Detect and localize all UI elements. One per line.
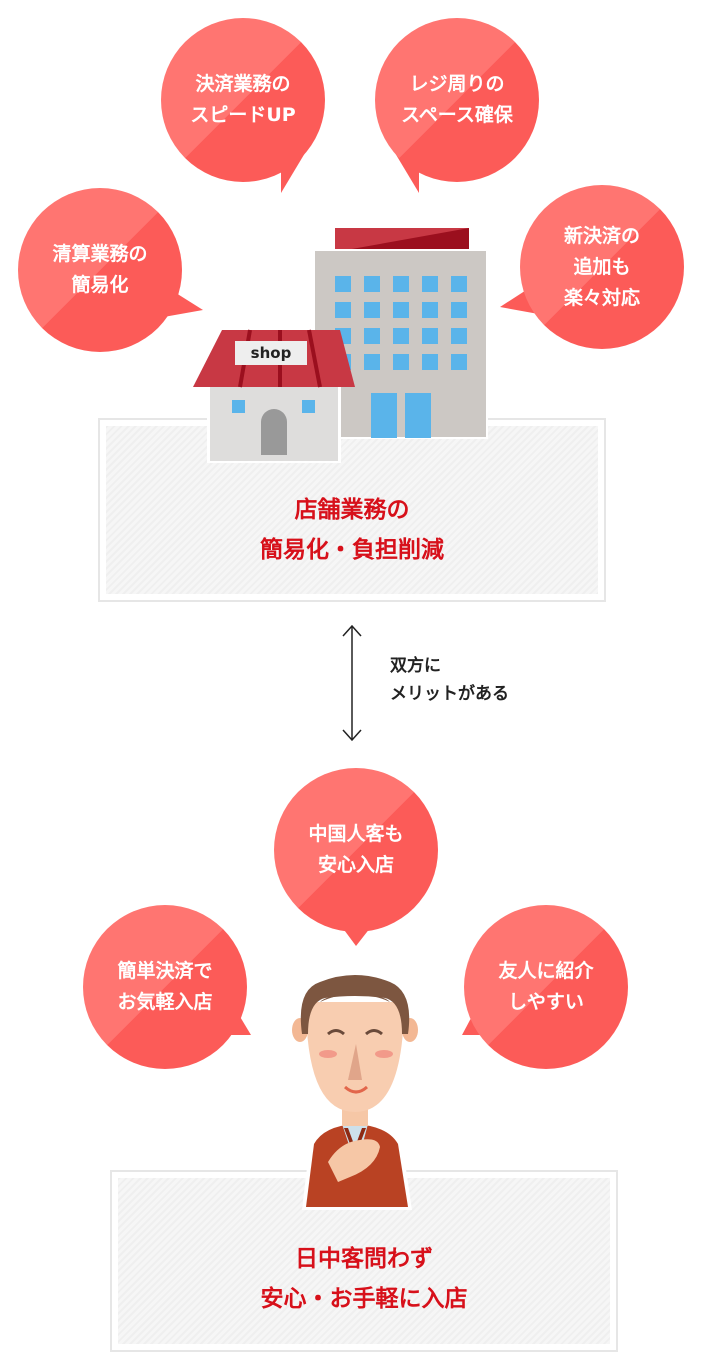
- shop-icon: [193, 329, 355, 463]
- customer-benefit-line: 日中客問わず: [295, 1246, 433, 1272]
- bubble-line: しやすい: [508, 991, 584, 1013]
- bubble-line: お気軽入店: [117, 991, 213, 1013]
- bubble-line: 楽々対応: [563, 286, 640, 309]
- smiling-customer-illustration: [292, 975, 418, 1210]
- mutual-benefit-label: 双方に メリットがある: [390, 652, 509, 708]
- bubble-line: レジ周りの: [409, 73, 505, 95]
- bubble-line: 新決済の: [563, 224, 640, 247]
- bubble-line: 清算業務の: [52, 243, 148, 265]
- office-building-icon: [313, 228, 488, 439]
- bubble-line: 安心入店: [317, 854, 394, 876]
- bubble-line: 友人に紹介: [498, 960, 594, 982]
- double-arrow-icon: [342, 624, 362, 742]
- speech-bubble-chinese-customers: 中国人客も安心入店: [274, 768, 438, 946]
- speech-bubble-register-space: レジ周りのスペース確保: [375, 18, 539, 193]
- speech-bubble-easy-payment: 簡単決済でお気軽入店: [83, 905, 251, 1069]
- bubble-line: 簡単決済で: [117, 960, 213, 982]
- speech-bubble-refer-friends: 友人に紹介しやすい: [462, 905, 628, 1069]
- speech-bubble-payment-speed: 決済業務のスピードUP: [161, 18, 325, 193]
- bubble-line: 追加も: [573, 255, 631, 278]
- speech-bubble-settlement: 清算業務の簡易化: [18, 188, 203, 352]
- store-benefit-line: 簡易化・負担削減: [260, 537, 444, 563]
- bubble-line: スペース確保: [401, 104, 513, 126]
- shop-sign: shop: [250, 344, 292, 362]
- customer-benefit-box: 日中客問わず 安心・お手軽に入店: [110, 1170, 618, 1352]
- mutual-line: 双方に: [390, 656, 441, 676]
- mutual-line: メリットがある: [390, 684, 509, 704]
- bubble-line: 中国人客も: [308, 823, 404, 845]
- bubble-line: スピードUP: [190, 104, 296, 126]
- bubble-line: 決済業務の: [195, 73, 291, 95]
- store-benefit-line: 店舗業務の: [294, 497, 410, 523]
- store-building-illustration: [193, 228, 488, 463]
- speech-bubble-new-payment: 新決済の追加も楽々対応: [500, 185, 684, 349]
- customer-benefit-line: 安心・お手軽に入店: [260, 1286, 468, 1312]
- bubble-line: 簡易化: [71, 274, 129, 296]
